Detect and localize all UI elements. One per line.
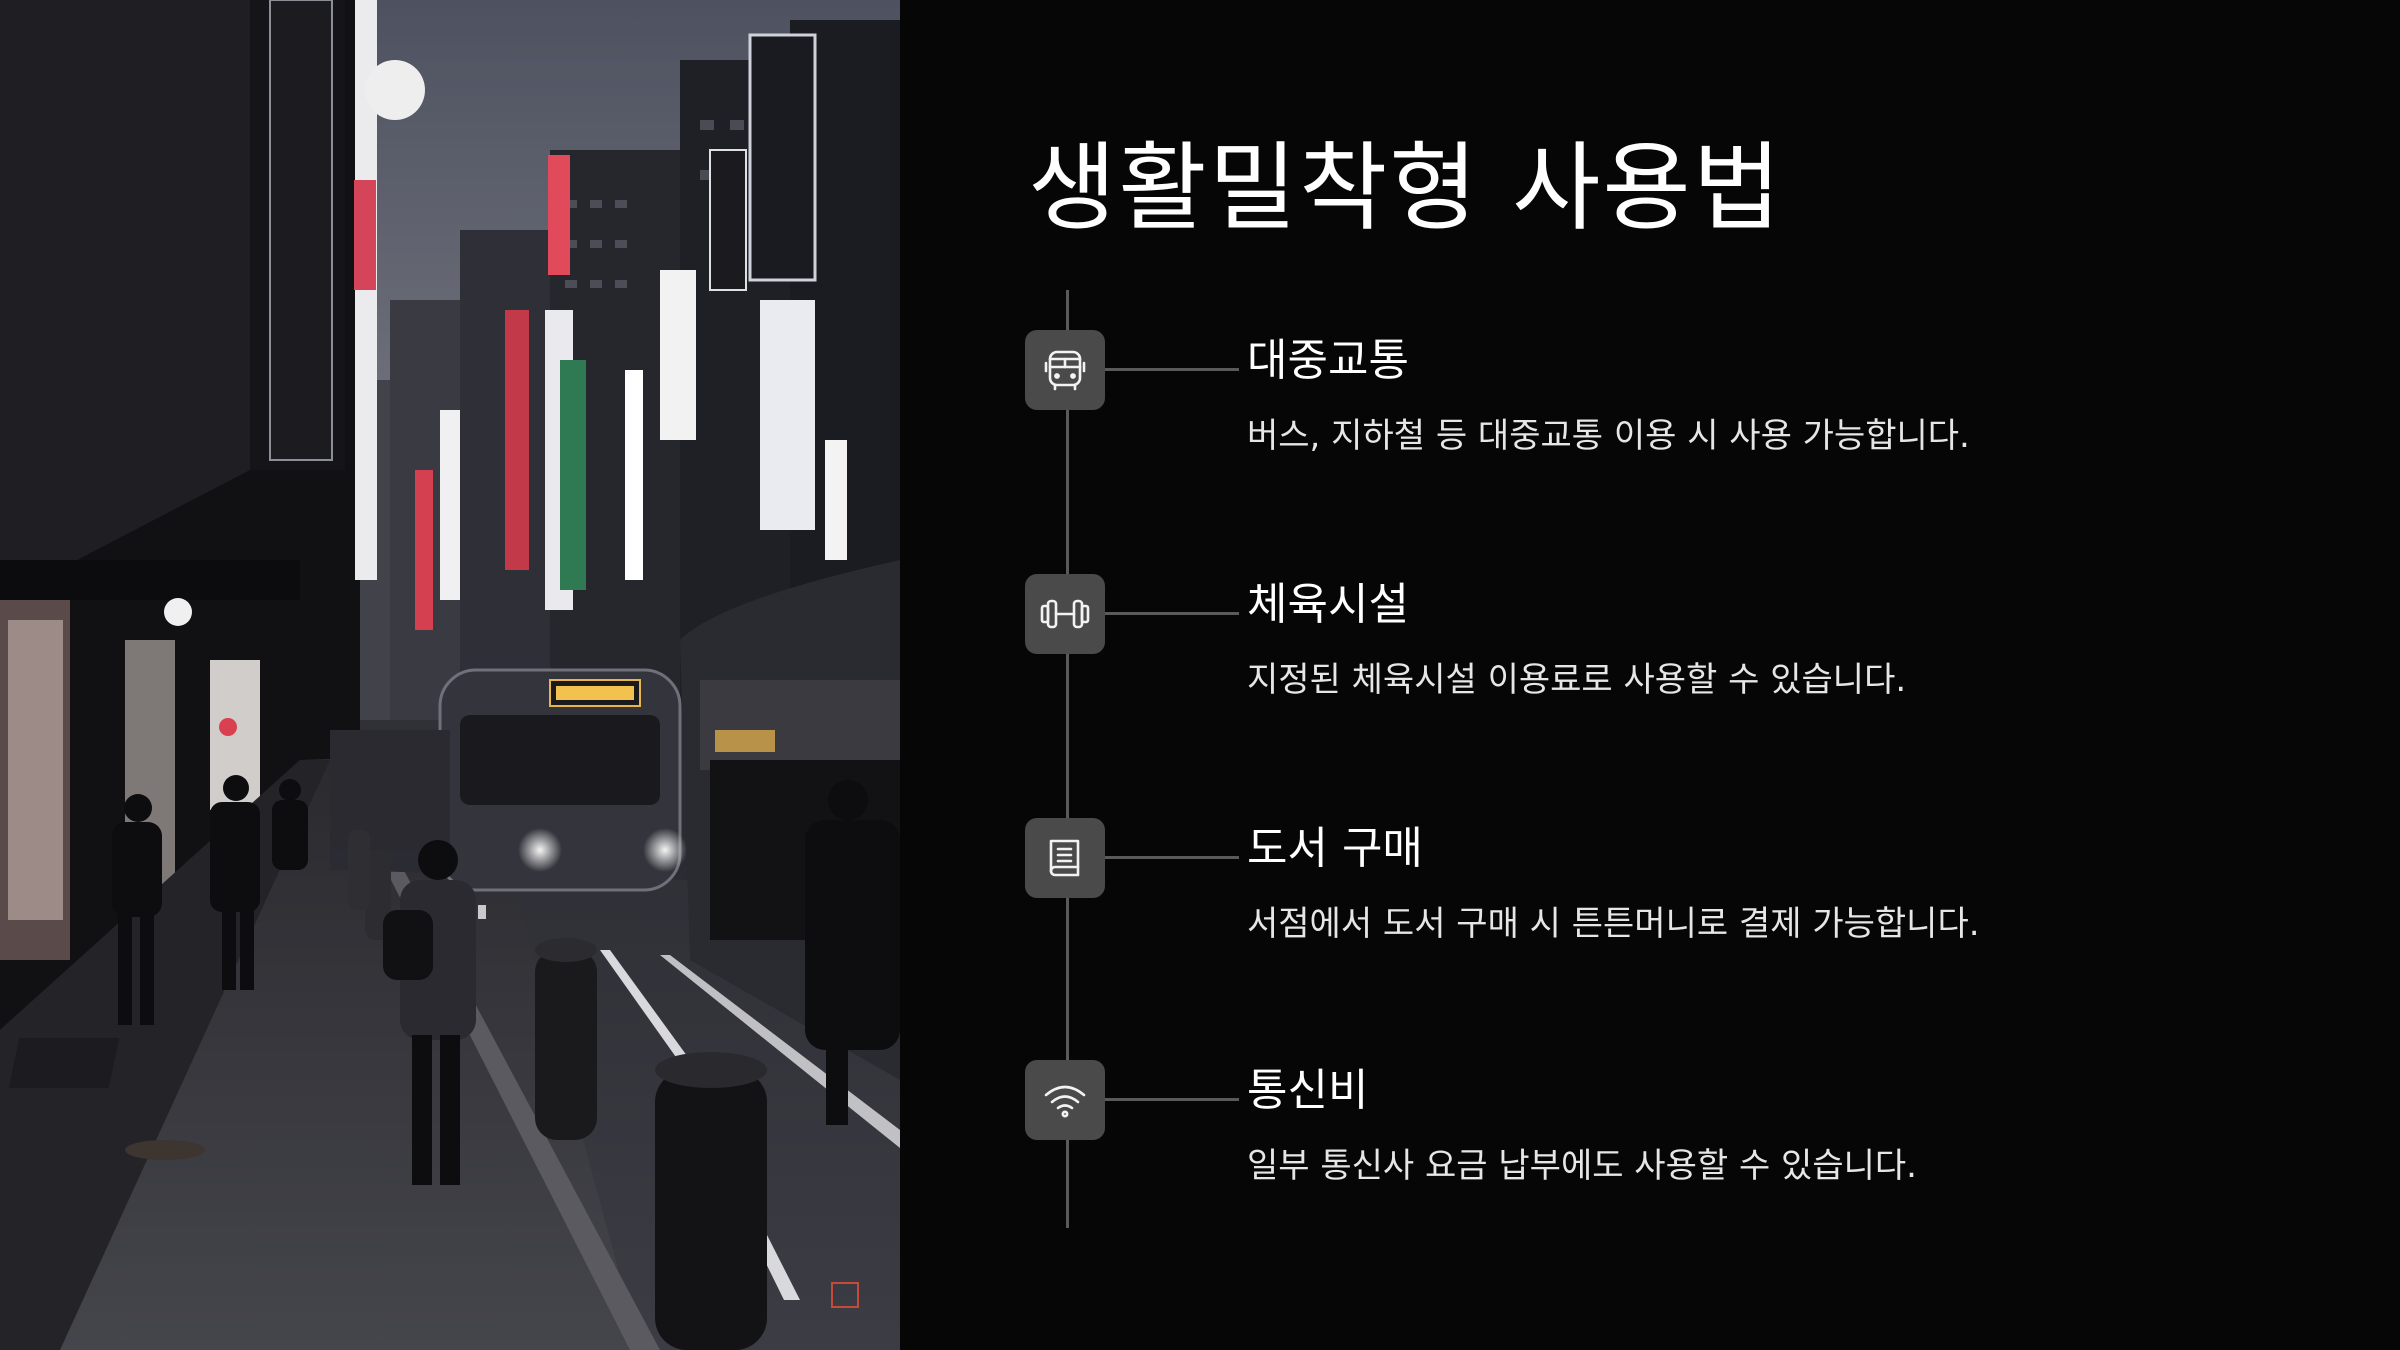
street-scene-image: [0, 0, 900, 1350]
book-icon: [1025, 818, 1105, 898]
usage-item-telecom: 통신비 일부 통신사 요금 납부에도 사용할 수 있습니다.: [1025, 1060, 2325, 1210]
item-description: 버스, 지하철 등 대중교통 이용 시 사용 가능합니다.: [1247, 416, 1970, 456]
wifi-icon: [1025, 1060, 1105, 1140]
item-title: 도서 구매: [1247, 823, 1423, 874]
bus-icon: [1025, 330, 1105, 410]
item-title: 체육시설: [1247, 579, 1409, 630]
item-description: 지정된 체육시설 이용료로 사용할 수 있습니다.: [1247, 660, 1907, 700]
connector-line: [1105, 612, 1239, 615]
connector-line: [1105, 856, 1239, 859]
usage-item-sports-facility: 체육시설 지정된 체육시설 이용료로 사용할 수 있습니다.: [1025, 574, 2325, 724]
item-title: 대중교통: [1247, 335, 1409, 386]
dumbbell-icon: [1025, 574, 1105, 654]
page-title: 생활밀착형 사용법: [1028, 132, 1784, 244]
connector-line: [1105, 368, 1239, 371]
item-description: 서점에서 도서 구매 시 튼튼머니로 결제 가능합니다.: [1247, 904, 1980, 944]
usage-item-public-transport: 대중교통 버스, 지하철 등 대중교통 이용 시 사용 가능합니다.: [1025, 330, 2325, 480]
item-title: 통신비: [1247, 1065, 1369, 1116]
item-description: 일부 통신사 요금 납부에도 사용할 수 있습니다.: [1247, 1146, 1917, 1186]
connector-line: [1105, 1098, 1239, 1101]
content-panel: 생활밀착형 사용법 대중교통 버스, 지하철: [900, 0, 2400, 1350]
usage-item-book-purchase: 도서 구매 서점에서 도서 구매 시 튼튼머니로 결제 가능합니다.: [1025, 818, 2325, 968]
timeline-line: [1066, 290, 1069, 1228]
